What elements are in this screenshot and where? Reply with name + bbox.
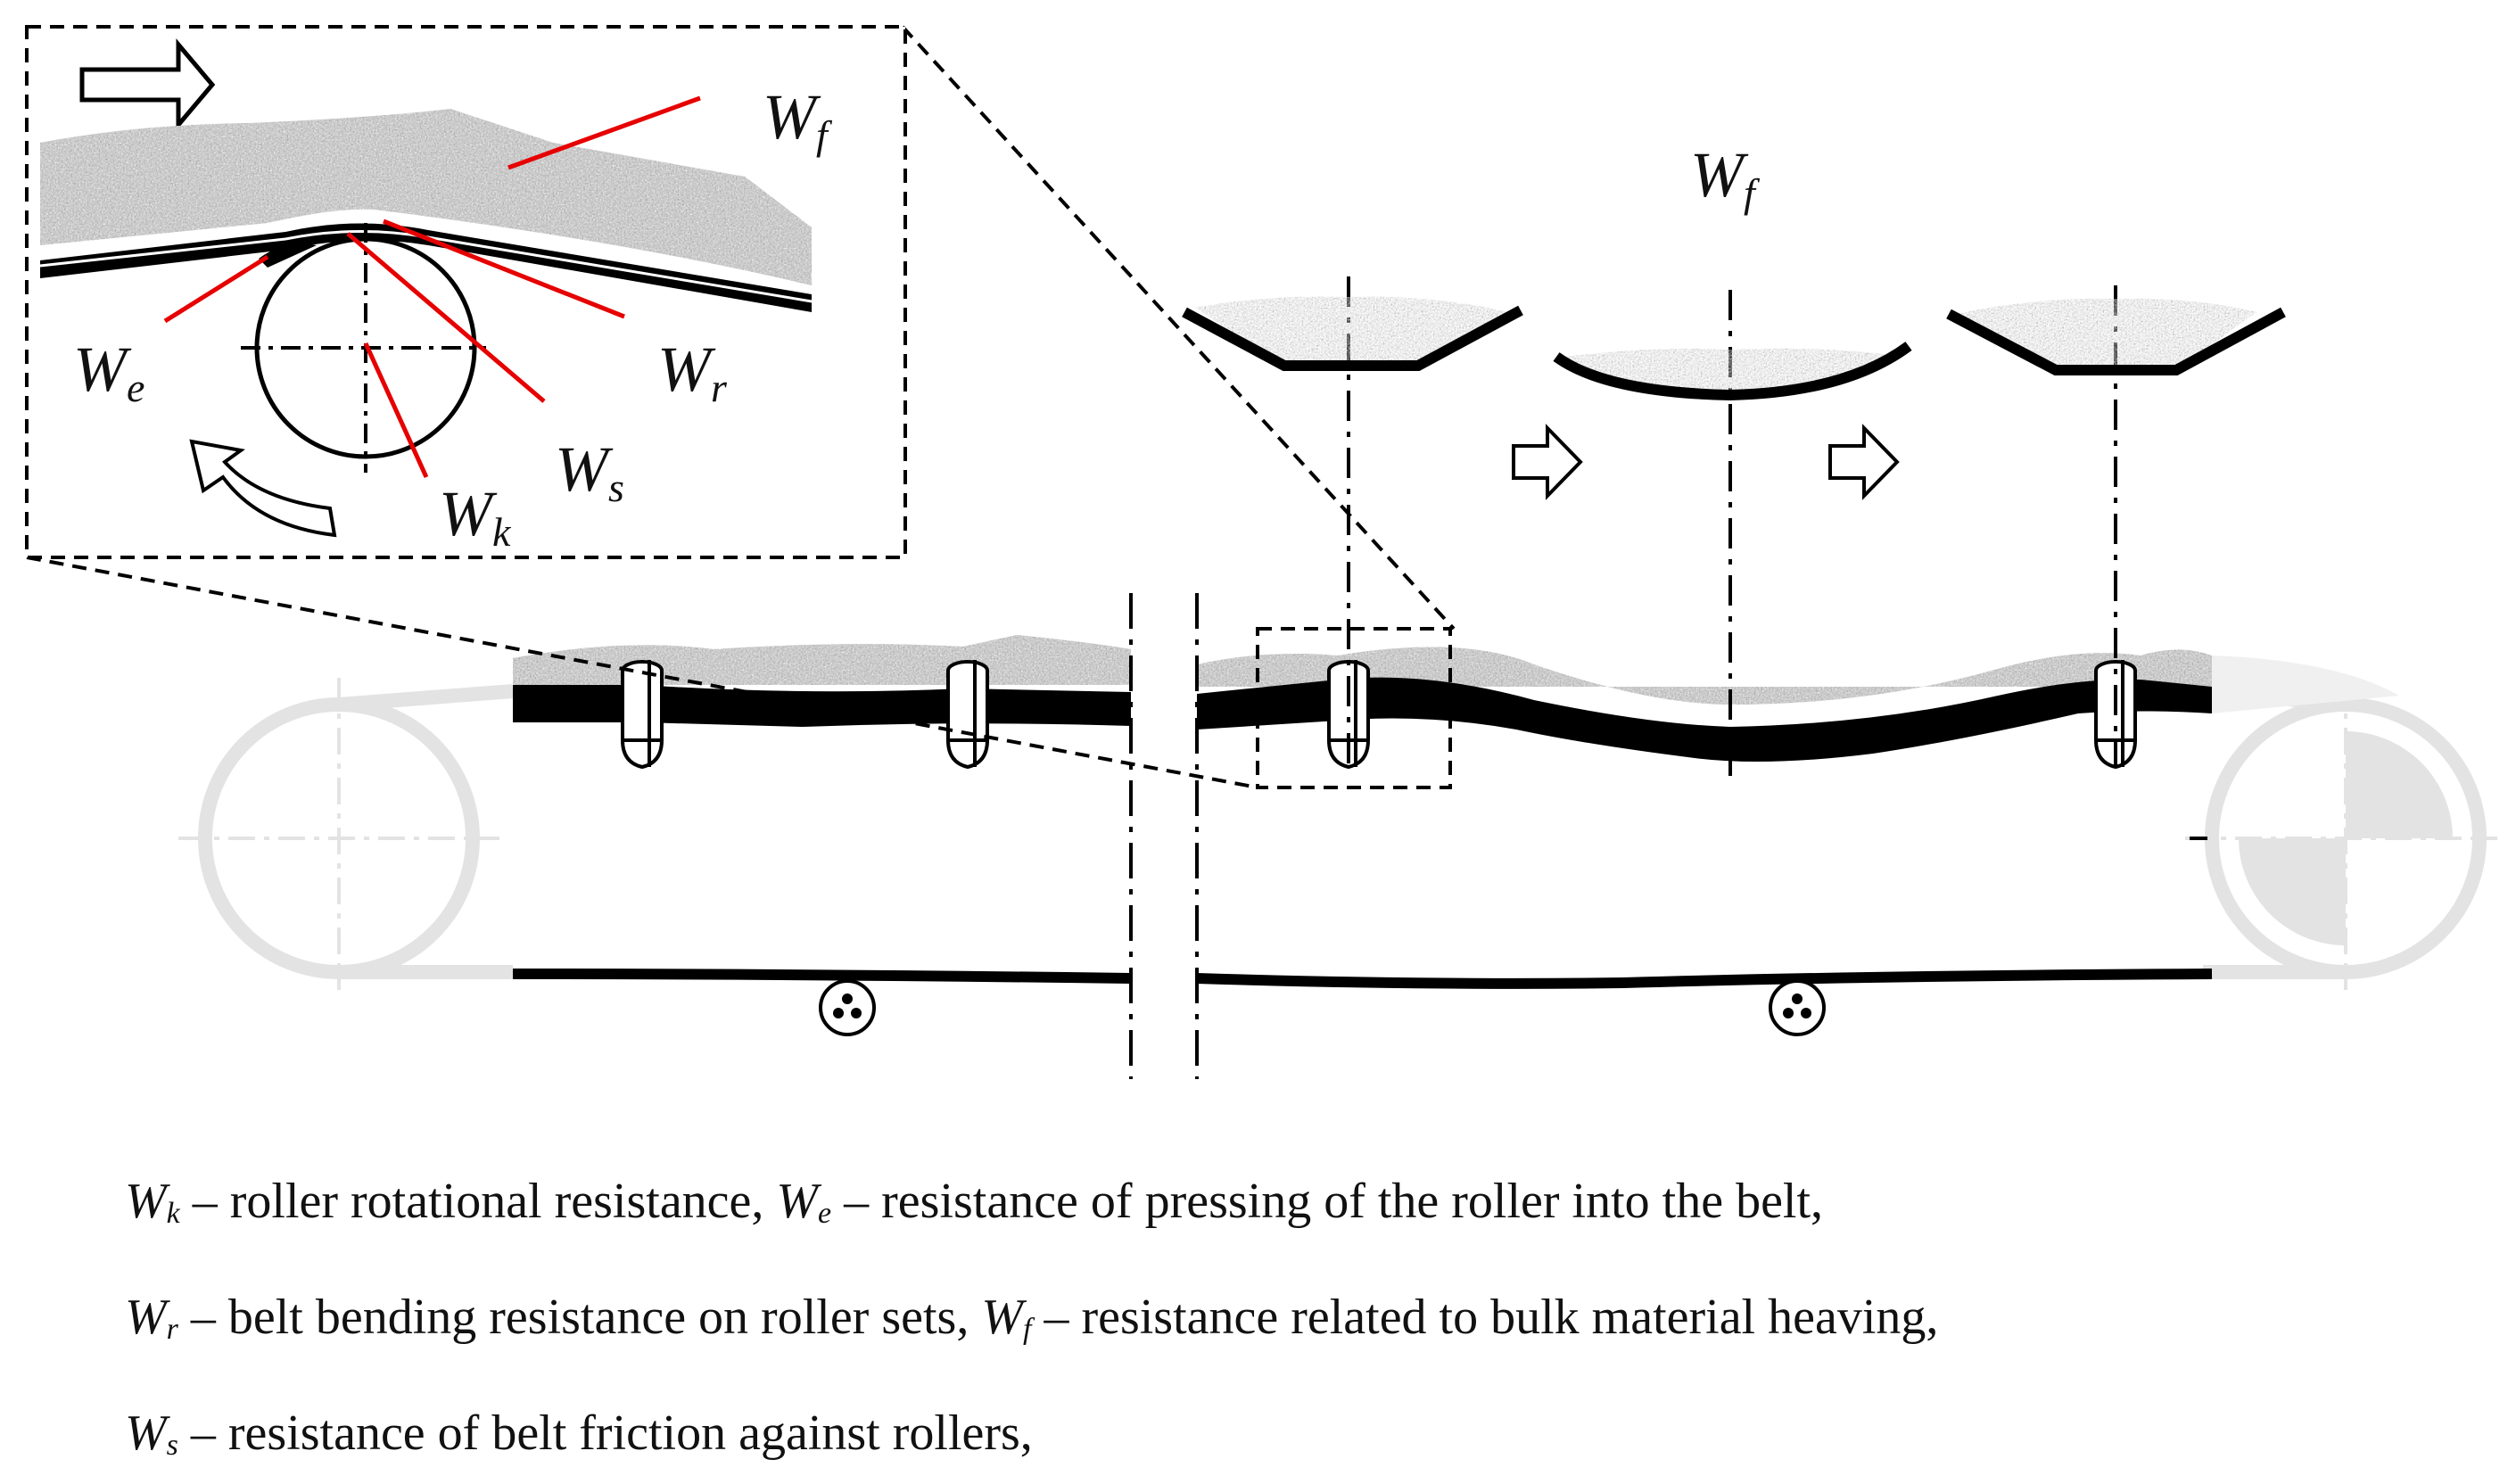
legend-line-3: Ws – resistance of belt friction against…	[125, 1406, 1033, 1462]
leader-lines	[163, 95, 701, 479]
return-idlers	[819, 979, 1826, 1036]
legend-line-1: Wk – roller rotational resistance, We – …	[125, 1174, 1824, 1230]
main-wf-label: Wf	[1690, 139, 1761, 216]
legend-symbol: W	[125, 1174, 167, 1229]
trough-section-2	[1553, 342, 1912, 401]
upper-idler-2	[946, 660, 989, 770]
return-idler-2	[1769, 979, 1826, 1036]
trough-section-1	[1182, 296, 1523, 371]
flow-arrow-icon	[1828, 424, 1900, 500]
upper-belt-right	[1197, 647, 2399, 762]
trough-belt-3	[1946, 307, 2286, 375]
legend-line-2: Wr – belt bending resistance on roller s…	[125, 1290, 1939, 1346]
trough-belt-2	[1553, 342, 1912, 401]
return-belt-right	[1196, 969, 2213, 989]
flow-direction-arrows	[1512, 424, 1900, 500]
upper-idler-4	[2094, 660, 2137, 770]
detail-inset: Wf We Wr Ws Wk	[25, 25, 907, 559]
return-idler-1	[819, 979, 876, 1036]
belt-left	[513, 685, 1131, 727]
upper-belt-left	[513, 635, 1131, 727]
flow-arrow-icon	[1512, 424, 1583, 500]
inset-wk-label: Wk	[439, 478, 512, 555]
inset-direction-arrow-icon	[79, 38, 216, 131]
detail-marker-box	[1256, 627, 1452, 789]
return-belt-left	[512, 969, 1132, 984]
trough-belt-1	[1182, 305, 1523, 371]
inset-wr-label: Wr	[657, 334, 728, 410]
zoom-connectors	[26, 25, 1456, 789]
legend-symbol: W	[125, 1290, 167, 1345]
trough-section-3	[1946, 298, 2286, 375]
upper-idlers	[621, 660, 2137, 770]
inset-ws-label: Ws	[555, 433, 624, 510]
legend-symbol: W	[776, 1174, 819, 1229]
break-lines	[1129, 593, 1199, 1079]
inset-rotation-arrow-icon	[189, 439, 337, 538]
upper-idler-1	[621, 660, 664, 770]
inset-we-label: We	[73, 334, 144, 410]
legend-symbol: W	[981, 1290, 1023, 1345]
return-belt	[512, 969, 2213, 989]
legend-symbol: W	[125, 1406, 167, 1461]
right-pulley-quadrants	[2346, 731, 2453, 838]
